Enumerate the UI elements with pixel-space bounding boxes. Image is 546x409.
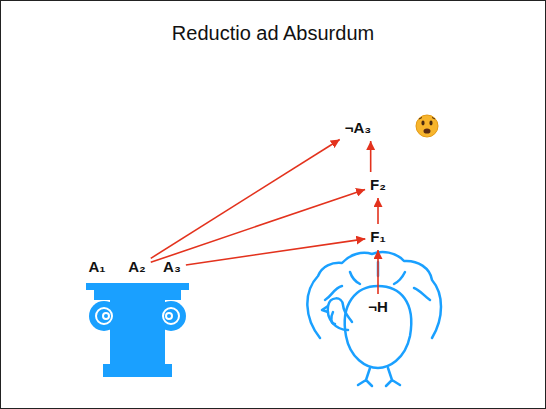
statement-label: F₂ [370,176,386,194]
statement-label: ¬H [368,298,388,316]
statement-label: A₂ [128,258,146,276]
statement-label: A₃ [163,258,181,276]
inference-arrow [377,250,379,294]
statement-node: A₃ [161,257,183,277]
inference-arrow [186,239,365,265]
inference-arrow [377,198,379,224]
inference-arrow [151,189,365,262]
statement-label: A₁ [88,258,105,276]
turkey-outline [307,252,441,386]
statement-node: ¬H [366,297,390,317]
statement-node: ¬A₃ [343,118,374,138]
slide-title: Reductio ad Absurdum [0,22,546,45]
statement-node: A₂ [126,257,148,277]
inference-arrow [151,139,340,258]
worried-face-emoji [416,115,438,137]
statement-node: F₁ [368,227,387,247]
statement-node: F₂ [368,175,388,195]
inference-arrow [370,141,372,172]
statement-label: ¬A₃ [345,119,372,137]
column-icon [86,283,189,377]
statement-label: F₁ [370,228,385,246]
statement-node: A₁ [86,257,107,277]
